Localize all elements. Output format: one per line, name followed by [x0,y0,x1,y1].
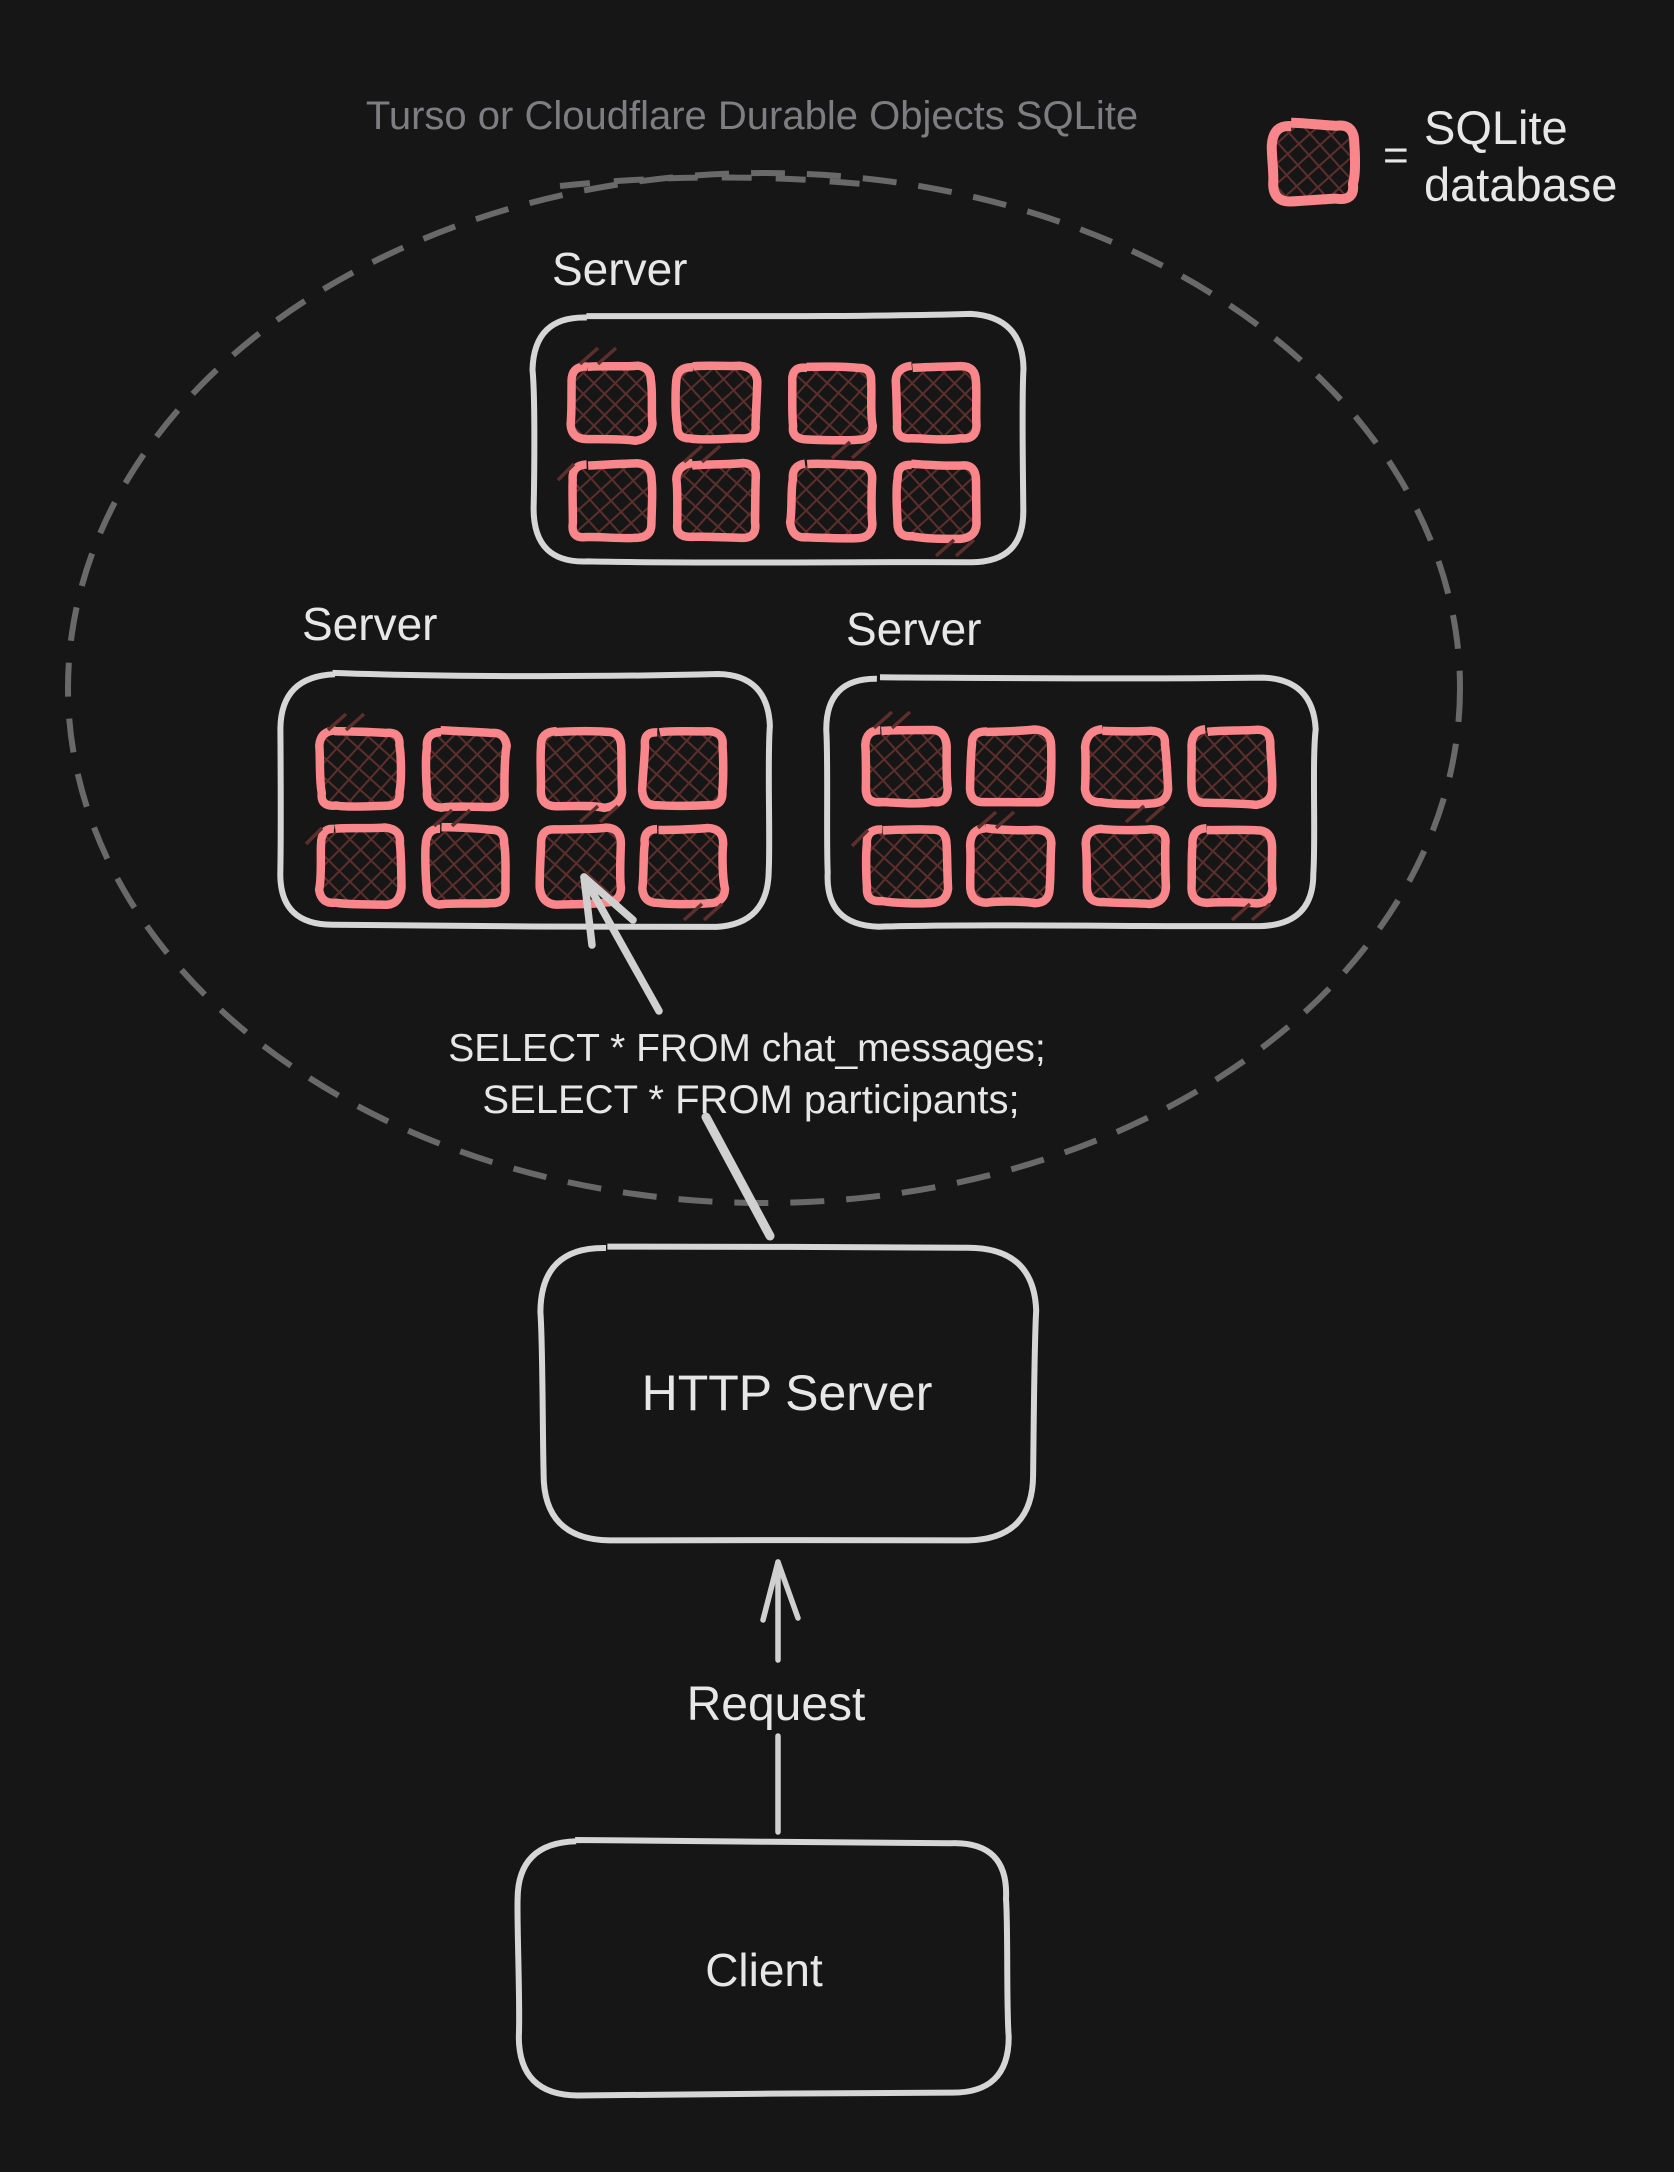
svg-text:Request: Request [687,1678,866,1731]
svg-text:HTTP Server: HTTP Server [642,1365,933,1421]
svg-text:database: database [1424,158,1617,211]
svg-text:Client: Client [705,1944,823,1996]
svg-text:SQLite: SQLite [1424,101,1568,154]
svg-text:Server: Server [552,243,687,295]
svg-text:Turso or Cloudflare Durable Ob: Turso or Cloudflare Durable Objects SQLi… [366,94,1138,138]
svg-text:Server: Server [302,598,437,650]
svg-text:SELECT * FROM participants;: SELECT * FROM participants; [482,1078,1019,1122]
svg-text:SELECT * FROM chat_messages;: SELECT * FROM chat_messages; [448,1027,1046,1070]
svg-text:Server: Server [846,603,981,655]
svg-text:=: = [1383,131,1409,180]
